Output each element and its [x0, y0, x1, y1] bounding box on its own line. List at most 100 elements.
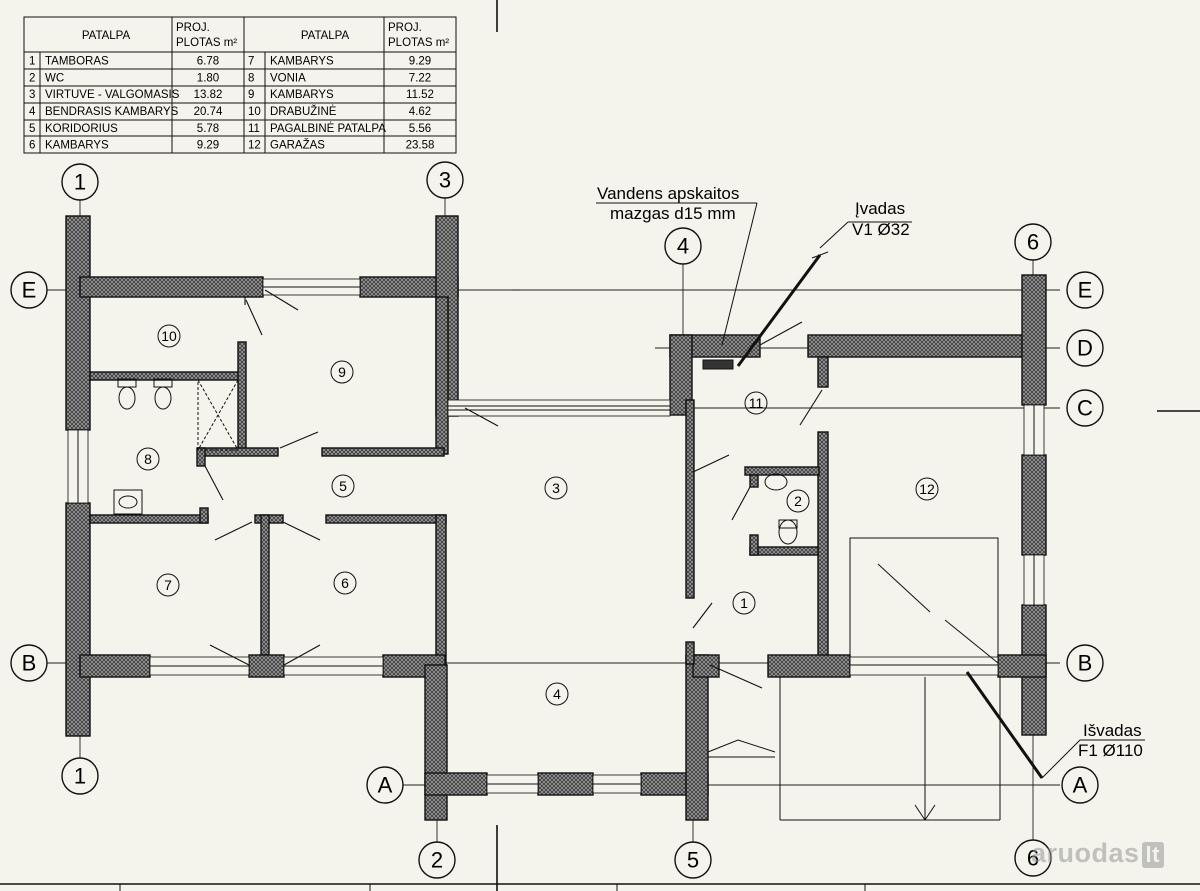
table-cell-number: 9: [248, 89, 254, 101]
table-cell-area: 6.78: [197, 56, 219, 68]
table-cell-number: 1: [29, 56, 35, 68]
table-cell-room-name: TAMBORAS: [45, 56, 109, 68]
grid-bubble-1-bottom: 1: [61, 757, 99, 795]
grid-bubble-D: D: [1066, 329, 1104, 367]
svg-text:4: 4: [553, 686, 561, 702]
svg-text:10: 10: [161, 328, 177, 344]
table-header-room: PATALPA: [82, 30, 131, 42]
grid-bubble-6-bottom: 6: [1014, 839, 1052, 877]
pipes-and-leaders: [512, 202, 1145, 779]
table-header-area-l2: PLOTAS m²: [176, 37, 237, 49]
table-header-area-l1: PROJ.: [176, 22, 210, 34]
annotations: Vandens apskaitos mazgas d15 mm Įvadas V…: [597, 184, 1143, 760]
table-cell-number: 11: [248, 123, 260, 135]
table-cell-area: 5.56: [409, 123, 431, 135]
table-cell-area: 20.74: [194, 106, 223, 118]
grid-label: E: [22, 278, 37, 303]
table-cell-area: 9.29: [197, 140, 219, 152]
inlet-label-line2: V1 Ø32: [852, 220, 910, 239]
table-cell-area: 1.80: [197, 72, 219, 84]
grid-bubble-A-left: A: [366, 766, 404, 804]
svg-text:2: 2: [794, 493, 802, 509]
table-cell-room-name: PAGALBINĖ PATALPA: [270, 122, 386, 135]
grid-label: E: [1078, 278, 1093, 303]
room-tags: 10 9 8 5 3 7 6 4 11 2 12 1: [136, 324, 939, 706]
watermark-text: aruodas: [1031, 838, 1140, 868]
grid-label: 2: [431, 848, 443, 873]
grid-bubble-6-top: 6: [1014, 223, 1052, 261]
room-tag-12: 12: [915, 477, 939, 501]
grid-bubble-C: C: [1066, 389, 1104, 427]
table-header-room-right: PATALPA: [301, 30, 350, 42]
grid-bubble-E-left: E: [10, 271, 48, 309]
table-cell-area: 13.82: [194, 89, 223, 101]
table-cell-number: 10: [248, 106, 261, 118]
garage-detail: [707, 537, 1001, 821]
grid-bubble-B-left: B: [10, 644, 48, 682]
grid-label: 4: [677, 234, 689, 259]
room-tag-10: 10: [157, 324, 181, 348]
grid-bubble-B-right: B: [1066, 644, 1104, 682]
svg-text:12: 12: [919, 481, 935, 497]
grid-label: A: [1073, 773, 1088, 798]
table-cell-number: 7: [248, 56, 254, 68]
grid-label: B: [1078, 651, 1093, 676]
watermark-suffix: lt: [1141, 842, 1164, 868]
room-tag-11: 11: [744, 391, 768, 415]
room-tag-9: 9: [330, 360, 354, 384]
grid-label: 6: [1027, 230, 1039, 255]
grid-label: A: [378, 773, 393, 798]
table-cell-room-name: BENDRASIS KAMBARYS: [45, 106, 179, 118]
meter-label-line1: Vandens apskaitos: [597, 184, 739, 203]
inlet-label-line1: Įvadas: [855, 199, 905, 218]
grid-bubble-1-top: 1: [61, 163, 99, 201]
room-tag-7: 7: [156, 573, 180, 597]
grid-bubbles: 1 1 3 4 6 6 2 5: [10, 161, 1104, 879]
room-tag-6: 6: [333, 571, 357, 595]
walls: [65, 215, 1047, 821]
table-cell-area: 23.58: [406, 140, 435, 152]
outlet-label-line1: Išvadas: [1083, 721, 1142, 740]
room-tag-2: 2: [786, 489, 810, 513]
grid-label: 5: [687, 848, 699, 873]
doors: [204, 289, 823, 689]
table-cell-area: 11.52: [406, 89, 434, 101]
svg-text:8: 8: [144, 451, 152, 467]
table-cell-area: 7.22: [409, 72, 431, 84]
table-cell-room-name: KAMBARYS: [270, 89, 334, 101]
table-cell-area: 5.78: [197, 123, 219, 135]
table-cell-area: 4.62: [409, 106, 431, 118]
svg-text:9: 9: [338, 364, 346, 380]
table-cell-room-name: KORIDORIUS: [45, 123, 118, 135]
grid-label: D: [1077, 336, 1093, 361]
grid-label: B: [22, 651, 37, 676]
outlet-label-line2: F1 Ø110: [1078, 741, 1143, 760]
grid-bubble-5: 5: [674, 841, 712, 879]
svg-text:11: 11: [749, 395, 764, 411]
grid-label: C: [1077, 396, 1093, 421]
room-tag-5: 5: [331, 474, 355, 498]
table-cell-number: 5: [29, 123, 35, 135]
table-cell-number: 4: [29, 106, 36, 118]
room-tag-4: 4: [545, 682, 569, 706]
room-tag-1: 1: [732, 591, 756, 615]
table-cell-number: 8: [248, 72, 254, 84]
grid-bubble-3: 3: [426, 161, 464, 199]
room-tag-3: 3: [544, 476, 568, 500]
grid-label: 1: [74, 170, 86, 195]
table-cell-room-name: VONIA: [270, 72, 306, 84]
grid-label: 1: [74, 764, 86, 789]
table-cell-room-name: KAMBARYS: [270, 56, 334, 68]
meter-label-line2: mazgas d15 mm: [610, 204, 736, 223]
table-cell-area: 9.29: [409, 56, 431, 68]
grid-bubble-A-right: A: [1061, 766, 1099, 804]
grid-bubble-2: 2: [418, 841, 456, 879]
table-cell-number: 12: [248, 140, 261, 152]
grid-bubble-E-right: E: [1066, 271, 1104, 309]
table-cell-room-name: DRABUŽINĖ: [270, 105, 337, 118]
table-cell-number: 6: [29, 140, 35, 152]
room-area-table: PATALPA PROJ. PLOTAS m² PATALPA PROJ. PL…: [23, 16, 457, 154]
